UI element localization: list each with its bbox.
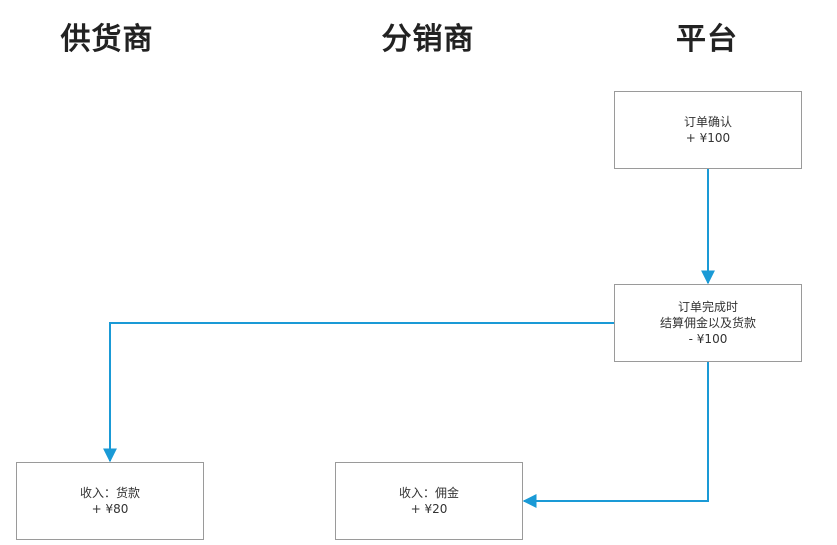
node-label: 收入：货款 xyxy=(79,486,140,500)
node-amount: + ¥80 xyxy=(91,502,129,516)
column-header-supplier: 供货商 xyxy=(60,22,154,57)
node-supplier-income: 收入：货款 + ¥80 xyxy=(16,462,204,540)
node-distributor-income: 收入：佣金 + ¥20 xyxy=(335,462,523,540)
node-amount: - ¥100 xyxy=(688,332,728,346)
node-order-confirm: 订单确认 + ¥100 xyxy=(614,91,802,169)
edge-complete-to-distributor xyxy=(522,362,709,508)
node-label: 订单完成时 xyxy=(677,300,738,314)
column-header-platform: 平台 xyxy=(676,22,738,57)
node-amount: + ¥100 xyxy=(685,131,731,145)
node-label: 订单确认 xyxy=(683,115,732,129)
node-sublabel: 结算佣金以及货款 xyxy=(659,316,756,330)
edge-complete-to-supplier xyxy=(103,322,614,463)
node-order-complete: 订单完成时 结算佣金以及货款 - ¥100 xyxy=(614,284,802,362)
node-amount: + ¥20 xyxy=(410,502,448,516)
node-label: 收入：佣金 xyxy=(398,486,459,500)
column-header-distributor: 分销商 xyxy=(381,22,475,57)
